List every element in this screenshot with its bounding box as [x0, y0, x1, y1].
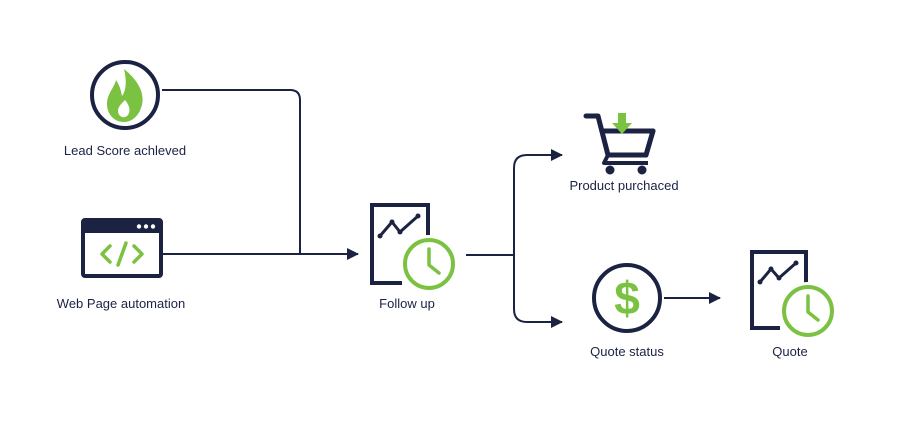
- lead-score-label: Lead Score achleved: [63, 143, 187, 158]
- flame-icon: [90, 60, 160, 130]
- connector-lead-to-follow: [162, 89, 301, 254]
- connector-follow-to-quote-status: [513, 255, 563, 328]
- chart-clock-icon: [750, 250, 837, 340]
- dollar-icon: $: [592, 263, 662, 333]
- svg-text:$: $: [614, 272, 640, 324]
- shopping-cart-icon: [583, 113, 656, 175]
- browser-code-icon: [81, 218, 163, 278]
- connector-follow-to-product: [466, 149, 563, 256]
- follow-up-label: Follow up: [379, 296, 435, 311]
- quote-label: Quote: [772, 344, 808, 359]
- web-page-label: Web Page automation: [56, 296, 186, 311]
- chart-clock-icon: [370, 203, 458, 293]
- quote-status-label: Quote status: [590, 344, 664, 359]
- product-label: Product purchaced: [569, 178, 679, 193]
